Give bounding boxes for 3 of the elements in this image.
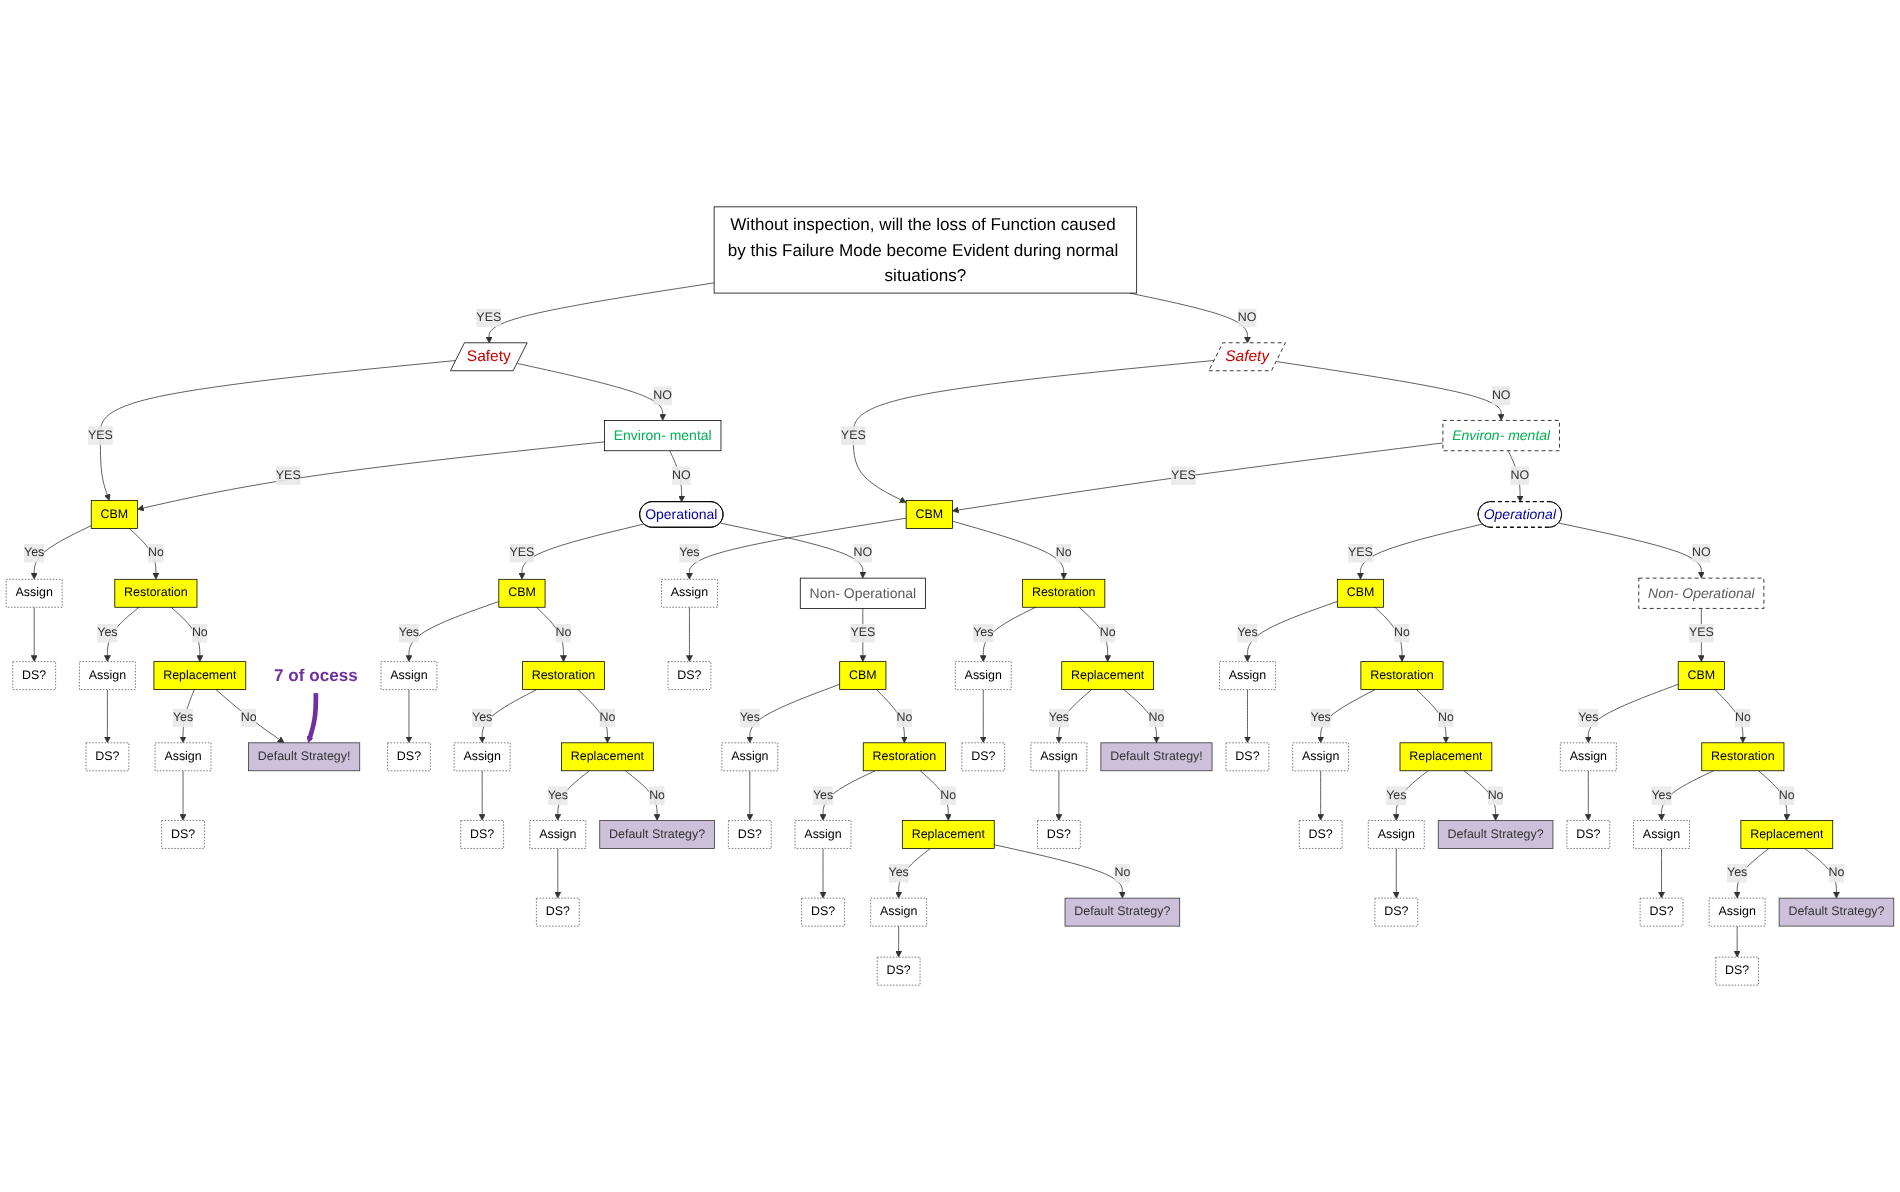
node-box: Without inspection, will the loss of Function caused by this Failure Mode become Evident during normal situations?	[713, 206, 1138, 294]
node-text: 7 of ocess	[274, 665, 358, 686]
arrow	[306, 693, 319, 744]
